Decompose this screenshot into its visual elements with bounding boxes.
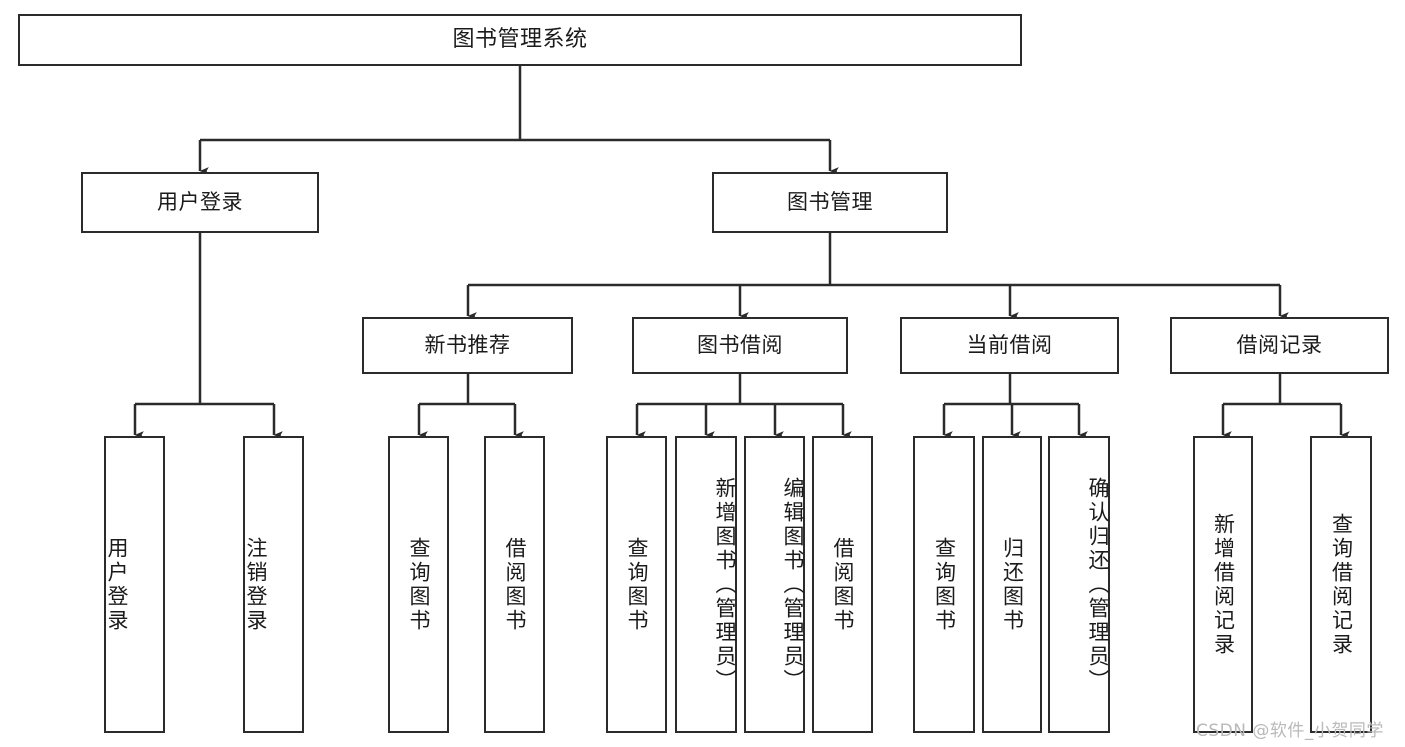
node-label: 查询图书 xyxy=(932,536,957,633)
node-label: 归还图书 xyxy=(1000,536,1025,633)
node-label: 用户登录 xyxy=(157,189,243,214)
watermark-text: CSDN @软件_小贺同学 xyxy=(1196,721,1384,741)
node-user-login[interactable]: 用户登录 xyxy=(81,172,319,233)
node-new-book-rec[interactable]: 新书推荐 xyxy=(362,317,573,374)
node-root[interactable]: 图书管理系统 xyxy=(18,14,1022,66)
node-label: 查询借阅记录 xyxy=(1329,512,1354,657)
node-label: 图书管理系统 xyxy=(452,26,588,52)
node-leaf-query-book-2[interactable]: 查询图书 xyxy=(606,436,667,733)
node-leaf-borrow-book-1[interactable]: 借阅图书 xyxy=(484,436,545,733)
node-label: 借阅图书 xyxy=(503,536,527,633)
node-label: 图书借阅 xyxy=(697,332,783,357)
node-label: 借阅图书 xyxy=(831,536,855,633)
node-label: 图书管理 xyxy=(787,189,873,214)
node-leaf-logout[interactable]: 注销登录 xyxy=(243,436,304,733)
node-leaf-confirm-return[interactable]: 确认归还（管理员） xyxy=(1048,436,1110,733)
node-label: 编辑图书（管理员） xyxy=(781,476,805,693)
node-label: 新书推荐 xyxy=(424,332,511,357)
node-label: 查询图书 xyxy=(625,536,649,633)
node-label: 注销登录 xyxy=(244,536,268,633)
node-leaf-add-record[interactable]: 新增借阅记录 xyxy=(1193,436,1253,733)
node-leaf-query-book-3[interactable]: 查询图书 xyxy=(913,436,975,733)
node-label: 查询图书 xyxy=(407,536,431,633)
node-book-borrow[interactable]: 图书借阅 xyxy=(632,317,848,374)
node-label: 借阅记录 xyxy=(1236,332,1323,357)
node-borrow-record[interactable]: 借阅记录 xyxy=(1170,317,1389,374)
node-leaf-user-login[interactable]: 用户登录 xyxy=(104,436,165,733)
node-label: 用户登录 xyxy=(105,536,129,633)
node-label: 新增图书（管理员） xyxy=(713,476,737,693)
node-leaf-return-book[interactable]: 归还图书 xyxy=(982,436,1042,733)
node-label: 确认归还（管理员） xyxy=(1086,476,1110,693)
node-label: 当前借阅 xyxy=(966,332,1053,357)
node-leaf-borrow-book-2[interactable]: 借阅图书 xyxy=(812,436,873,733)
node-book-mgmt[interactable]: 图书管理 xyxy=(712,172,948,233)
node-label: 新增借阅记录 xyxy=(1211,512,1236,657)
node-leaf-edit-book[interactable]: 编辑图书（管理员） xyxy=(744,436,805,733)
node-leaf-query-record[interactable]: 查询借阅记录 xyxy=(1310,436,1372,733)
node-leaf-query-book-1[interactable]: 查询图书 xyxy=(388,436,449,733)
node-leaf-add-book[interactable]: 新增图书（管理员） xyxy=(675,436,737,733)
node-current-borrow[interactable]: 当前借阅 xyxy=(900,317,1119,374)
